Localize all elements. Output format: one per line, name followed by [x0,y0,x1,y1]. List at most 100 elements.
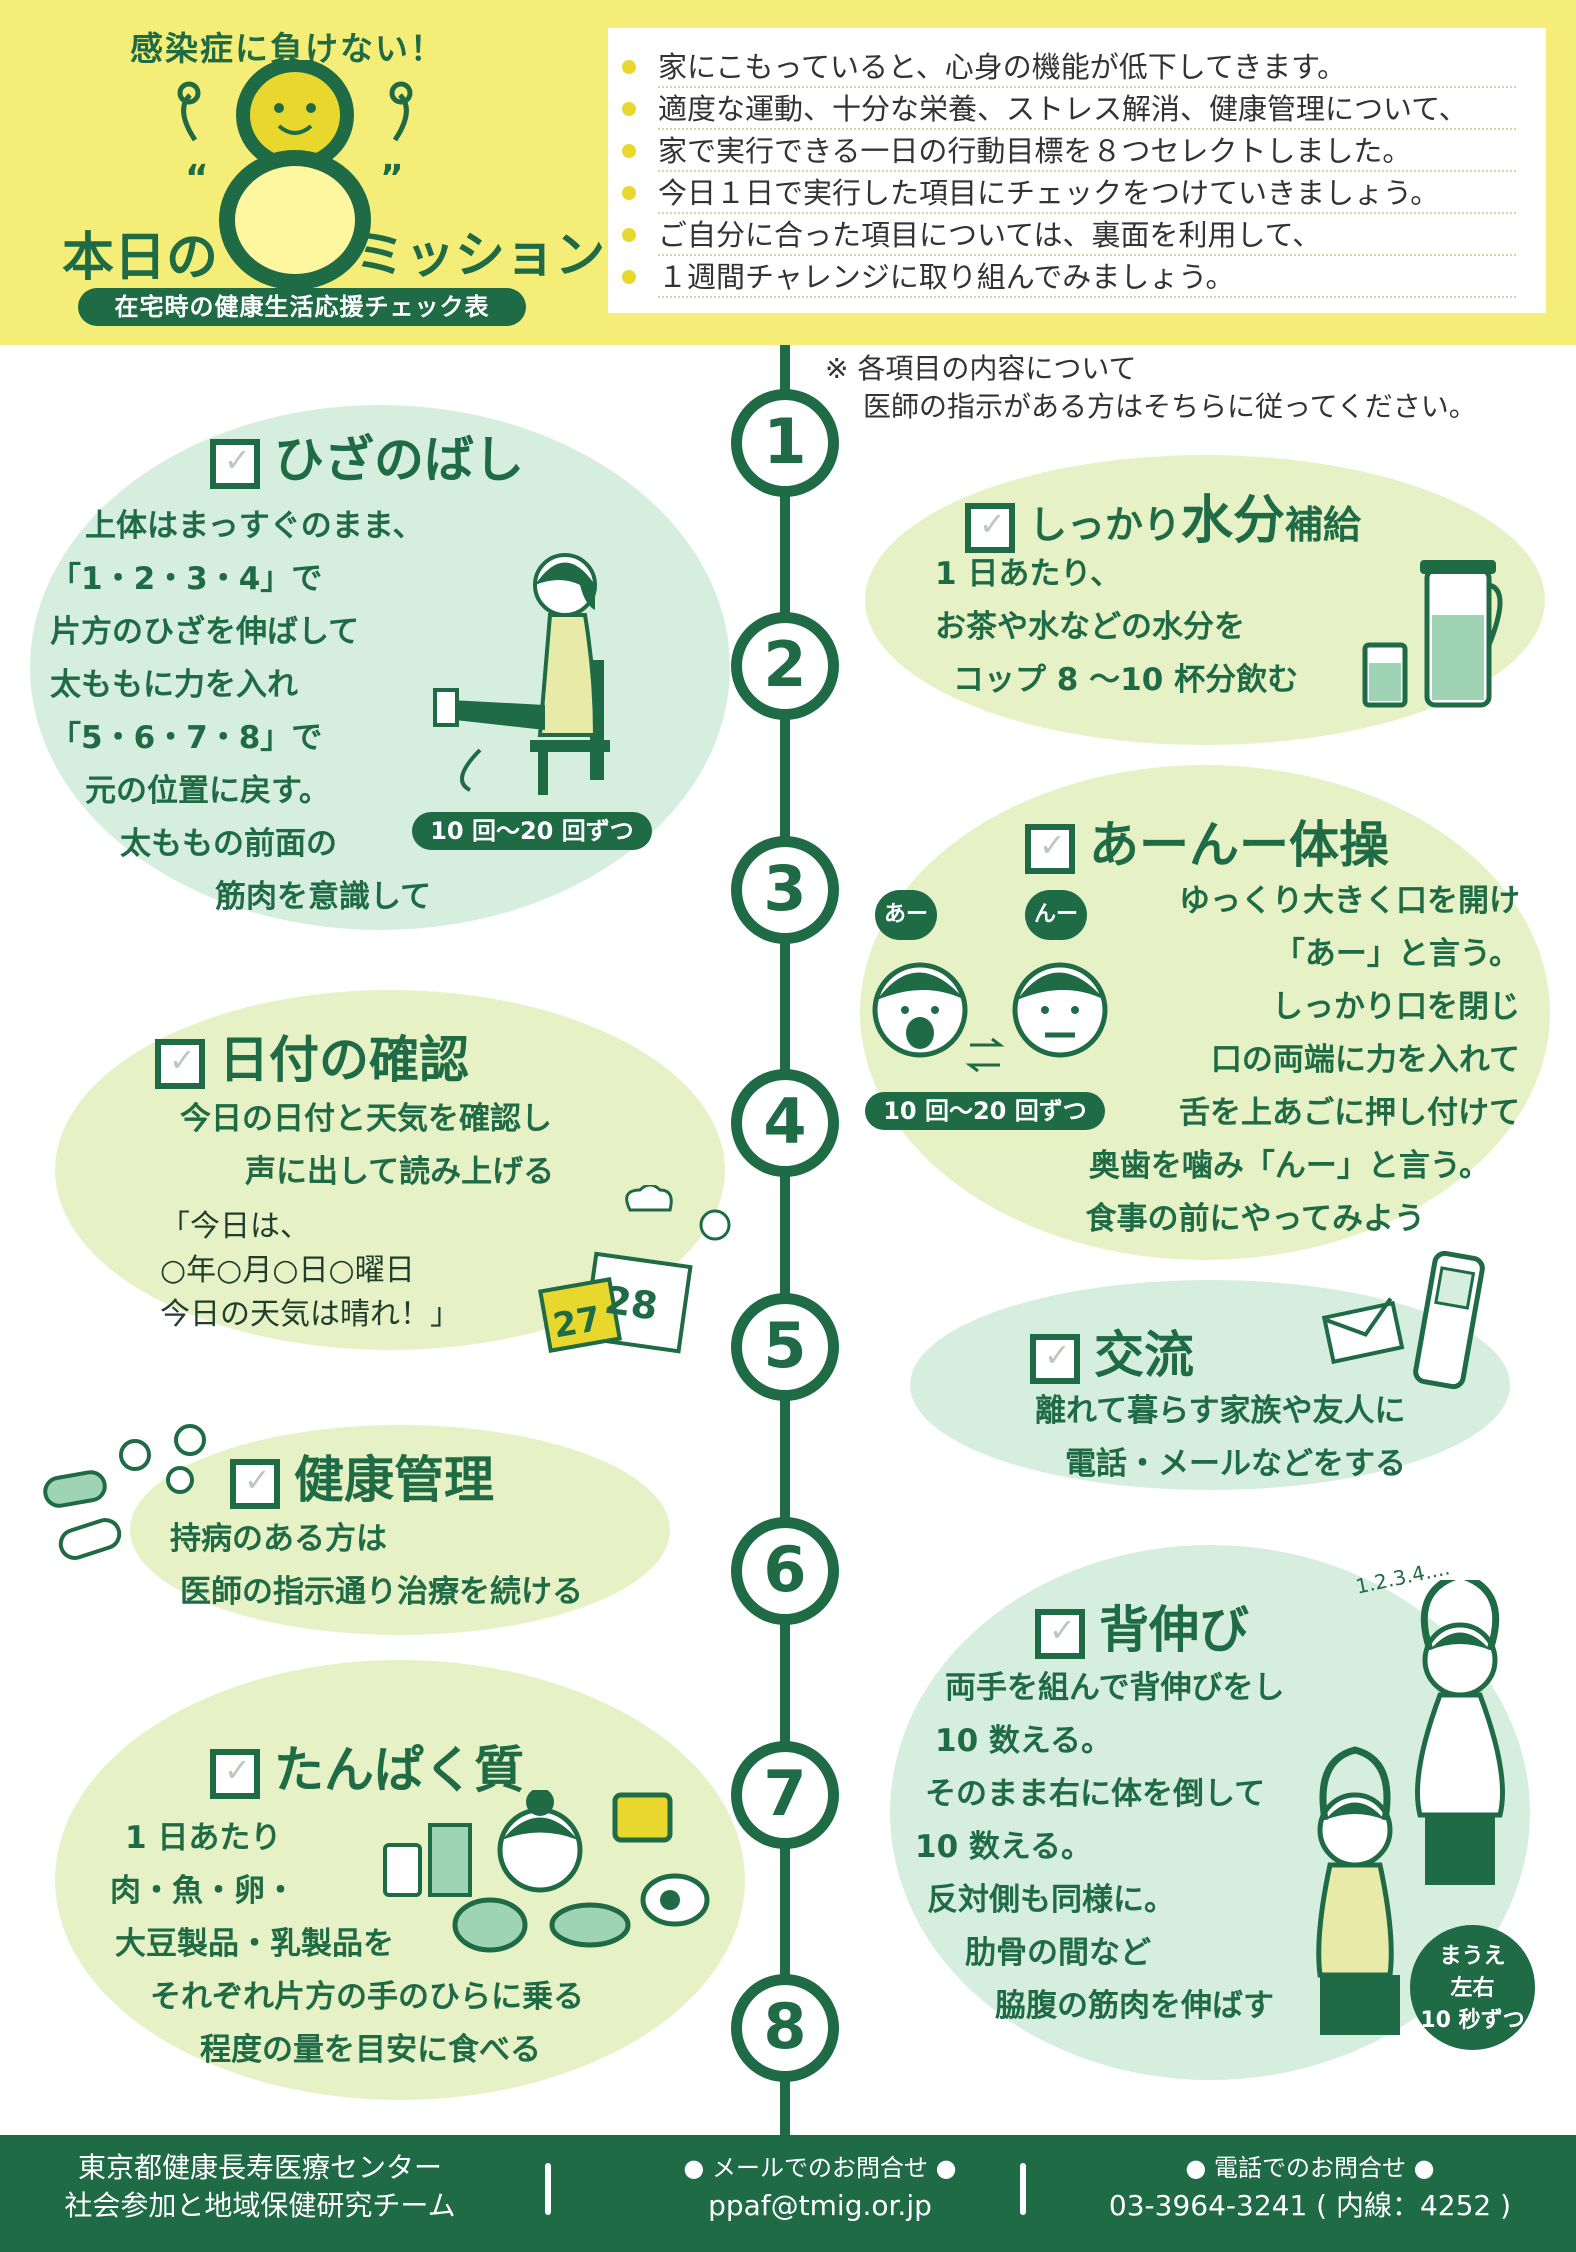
mission-7-line: そのまま右に体を倒して [925,1776,1266,1812]
mission-2-title-c: 補給 [1285,503,1362,547]
footer-mail-label: ● メールでのお問合せ ● [683,2154,957,2182]
mission-7-body: 両手を組んで背伸びをし 10 数える。 そのまま右に体を倒して 10 数える。 … [915,1662,1284,2033]
mission-4-quote: 「今日は、 ○年○月○日○曜日 今日の天気は晴れ！」 [160,1205,460,1337]
intro-box: 家にこもっていると、心身の機能が低下してきます。 適度な運動、十分な栄養、ストレ… [608,28,1546,313]
mission-6-title: 健康管理 [230,1440,494,1512]
mission-1-title-text: ひざのばし [274,431,524,489]
stretching-people-icon [1316,1580,1505,2035]
mission-5-title-text: 交流 [1094,1326,1194,1384]
intro-line: １週間チャレンジに取り組んでみましょう。 [622,256,1516,298]
mission-1-reps-pill: 10 回〜20 回ずつ [412,812,652,850]
intro-line: 今日１日で実行した項目にチェックをつけていきましょう。 [622,172,1516,214]
mission-3-line: 奥歯を噛み「んー」と言う。 [1088,1148,1490,1184]
mission-8-title-text: たんぱく質 [274,1741,524,1799]
mission-4-title-text: 日付の確認 [219,1031,469,1089]
mission-4-line: 声に出して読み上げる [245,1154,555,1190]
mission-3-line: 口の両端に力を入れて [1210,1042,1520,1078]
note-line-2: 医師の指示がある方はそちらに従ってください。 [863,390,1477,423]
mission-8-line: 1 日あたり [125,1820,282,1856]
mission-6-body: 持病のある方は 医師の指示通り治療を続ける [170,1513,583,1619]
mission-3-reps-pill: 10 回〜20 回ずつ [865,1092,1105,1130]
mission-8-body: 1 日あたり 肉・魚・卵・ 大豆製品・乳製品を それぞれ片方の手のひらに乗る 程… [110,1812,584,2077]
mission-7-line: 10 数える。 [915,1829,1093,1865]
face-exercise-icon [872,962,1108,1073]
mission-3-body: ゆっくり大きく口を開け 「あー」と言う。 しっかり口を閉じ 口の両端に力を入れて… [1040,875,1520,1246]
mission-8-checkbox[interactable] [210,1748,260,1799]
calendar-weather-icon: 27 28 [538,1185,731,1354]
mission-7-line: 肋骨の間など [965,1935,1151,1971]
footer-tel-number[interactable]: 03-3964-3241 ( 内線：4252 ) [1108,2189,1512,2222]
intro-line: 適度な運動、十分な栄養、ストレス解消、健康管理について、 [622,88,1516,130]
calendar-day-28: 28 [602,1278,660,1329]
footer-org: 東京都健康長寿医療センター 社会参加と地域保健研究チーム [40,2149,480,2225]
mission-7-badge: まうえ 左右 10 秒ずつ [1410,1925,1535,2050]
mail-phone-icon [1321,1250,1485,1390]
mission-1-line: 片方のひざを伸ばして [50,614,360,650]
mission-3-line: ゆっくり大きく口を開け [1179,883,1520,919]
mission-7-line: 両手を組んで背伸びをし [945,1670,1285,1706]
mouth-a-speech-bubble: あー [875,890,937,940]
bubble-mission-3 [860,765,1550,1260]
mission-3-line: 食事の前にやってみよう [1085,1201,1425,1237]
mission-5-checkbox[interactable] [1030,1333,1080,1384]
footer-mail-link[interactable]: ppaf@tmig.or.jp [708,2189,932,2222]
mission-1-line: 太ももの前面の [120,826,337,862]
mission-7-checkbox[interactable] [1035,1608,1085,1659]
bubble-mission-6 [130,1425,670,1635]
mission-2-title-b: 水分 [1181,491,1286,551]
step-number-5: 5 [731,1293,839,1401]
mission-1-line: 筋肉を意識して [215,879,432,915]
mission-3-line: しっかり口を閉じ [1272,989,1520,1025]
mission-1-line: 元の位置に戻す。 [85,773,330,809]
mission-3-checkbox[interactable] [1025,823,1075,874]
mission-7-title: 背伸び [1035,1590,1249,1662]
mission-3-line: 「あー」と言う。 [1273,936,1520,972]
footer-separator [545,2163,551,2215]
mission-7-line: 脇腹の筋肉を伸ばす [995,1988,1274,2024]
medicine-pills-icon [43,1424,206,1560]
protein-food-icon [383,1790,710,1953]
mission-2-line: 1 日あたり、 [935,556,1122,592]
svg-text:“: “ [185,158,209,199]
mission-2-checkbox[interactable] [965,502,1015,553]
mission-6-line: 医師の指示通り治療を続ける [180,1574,583,1610]
mission-3-title: あーんー体操 [1025,805,1389,877]
footer-tel-label: ● 電話でのお問合せ ● [1185,2154,1435,2182]
mission-5-title: 交流 [1030,1315,1194,1387]
timeline-spine [780,345,790,2135]
mission-2-title: しっかり水分補給 [965,478,1361,553]
mission-1-title: ひざのばし [210,420,524,492]
logo-badge: 在宅時の健康生活応援チェック表 [78,288,526,326]
mission-6-checkbox[interactable] [230,1458,280,1509]
mission-2-line: お茶や水などの水分を [935,609,1245,645]
mission-4-title: 日付の確認 [155,1020,469,1092]
intro-line: ご自分に合った項目については、裏面を利用して、 [622,214,1516,256]
knee-extension-person-icon [433,553,610,795]
intro-line: 家にこもっていると、心身の機能が低下してきます。 [622,46,1516,88]
step-number-8: 8 [731,1974,839,2082]
mouth-n-speech-bubble: んー [1025,890,1087,940]
mission-2-line: コップ 8 〜10 杯分飲む [953,662,1299,698]
mission-8-line: 大豆製品・乳製品を [115,1926,394,1962]
step-number-7: 7 [731,1741,839,1849]
badge-line: 左右 [1450,1976,1495,2001]
mission-8-title: たんぱく質 [210,1730,524,1802]
mission-1-checkbox[interactable] [210,438,260,489]
calendar-day-27: 27 [550,1299,604,1347]
mission-6-line: 持病のある方は [170,1521,387,1557]
note-line-1: ※ 各項目の内容について [825,352,1137,385]
bubble-mission-5 [910,1280,1510,1490]
mission-2-body: 1 日あたり、 お茶や水などの水分を コップ 8 〜10 杯分飲む [935,548,1298,707]
mission-4-body: 今日の日付と天気を確認し 声に出して読み上げる [180,1093,554,1199]
note: ※ 各項目の内容について 医師の指示がある方はそちらに従ってください。 [825,350,1477,426]
svg-text:”: ” [380,158,404,199]
footer-org-line-1: 東京都健康長寿医療センター [77,2151,442,2184]
mission-8-line: それぞれ片方の手のひらに乗る [150,1979,584,2015]
logo-eight-icon: “ ” [177,60,413,290]
mission-4-line: 今日の日付と天気を確認し [180,1101,552,1137]
intro-line: 家で実行できる一日の行動目標を８つセレクトしました。 [622,130,1516,172]
mission-1-body: 上体はまっすぐのまま、 「1・2・3・4」で 片方のひざを伸ばして 太ももに力を… [50,500,431,924]
mission-7-line: 反対側も同様に。 [927,1882,1175,1918]
mission-4-checkbox[interactable] [155,1038,205,1089]
mission-8-line: 肉・魚・卵・ [110,1873,296,1909]
